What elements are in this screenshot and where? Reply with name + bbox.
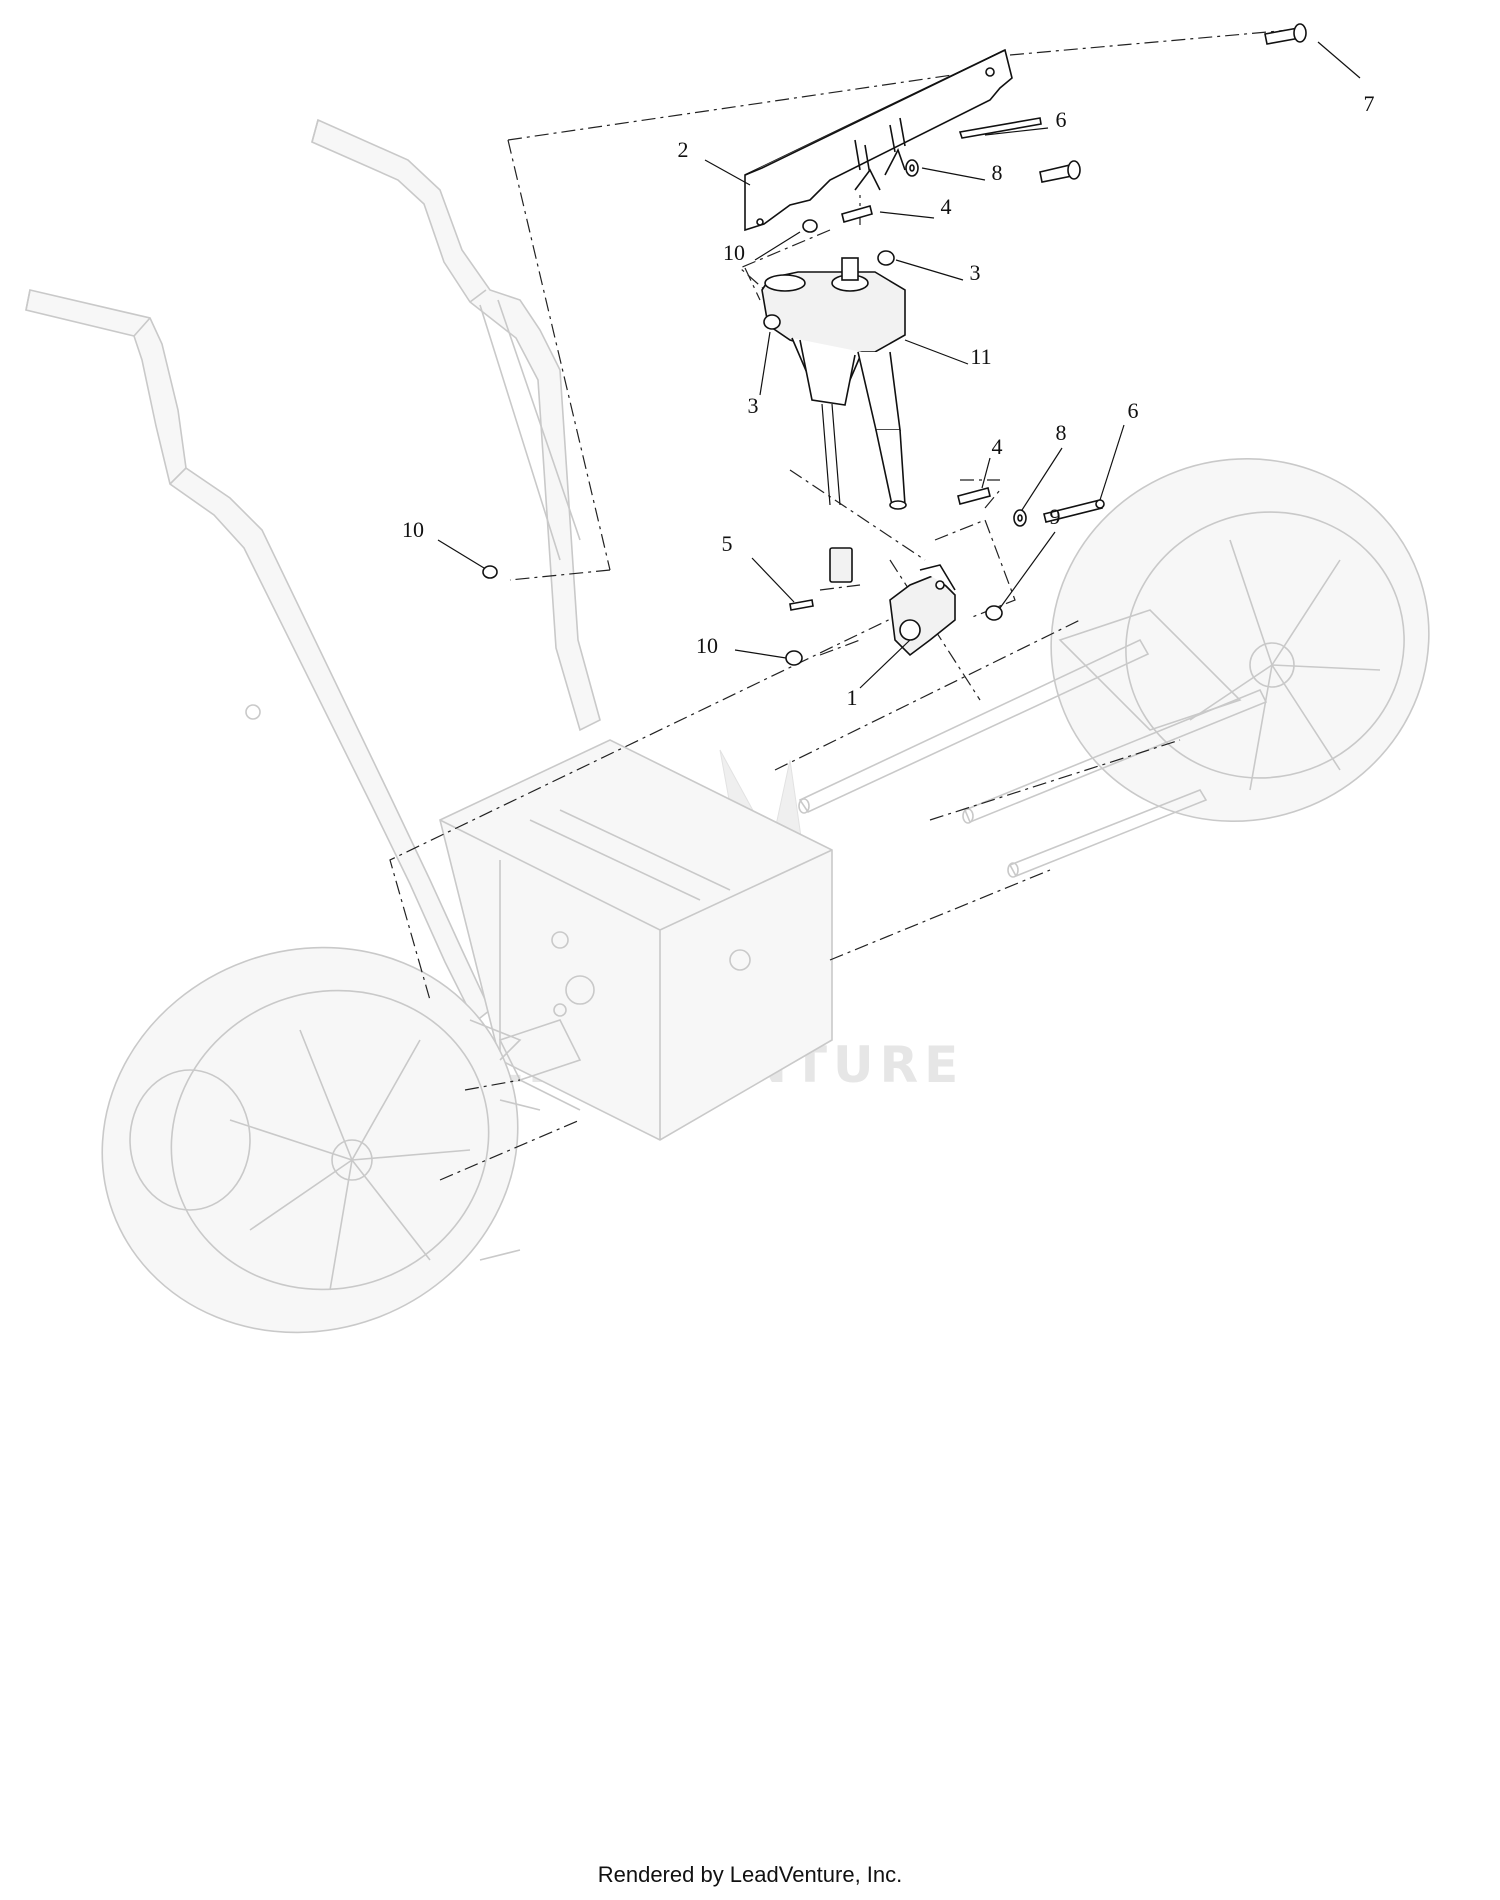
part-8-washer-upper [905, 159, 919, 177]
callout-c10a: 10 [723, 240, 745, 265]
leader-lines [437, 41, 1361, 689]
callout-c1: 1 [847, 685, 858, 710]
part-10-nut-lower [785, 650, 803, 666]
callout-c7: 7 [1364, 91, 1375, 116]
callout-c3b: 3 [748, 393, 759, 418]
part-2-mounting-bracket [744, 48, 1013, 232]
part-9-nut [985, 605, 1003, 621]
part-10-nut-upper [802, 219, 818, 233]
callout-c10b: 10 [402, 517, 424, 542]
callout-c9: 9 [1050, 504, 1061, 529]
part-3-bushing-lower [763, 314, 781, 330]
callout-c5: 5 [722, 531, 733, 556]
axle-shafts-ghost [498, 638, 1268, 1111]
part-6-pin-upper [958, 117, 1042, 139]
callout-labels: 1 2 3 3 4 4 5 6 6 7 8 8 9 10 10 10 11 [402, 91, 1375, 710]
footer-credit: Rendered by LeadVenture, Inc. [597, 1862, 903, 1887]
callout-c8a: 8 [992, 160, 1003, 185]
right-track-wheel-ghost [1050, 458, 1430, 822]
part-clevis-pin-2 [1039, 160, 1081, 183]
callout-c6a: 6 [1056, 107, 1067, 132]
left-track-wheel-ghost [101, 946, 541, 1334]
callout-c10c: 10 [696, 633, 718, 658]
part-4-spacer-lower [957, 487, 991, 505]
part-4-spacer-upper [841, 205, 873, 223]
part-3-bushing-upper [877, 250, 895, 266]
assembly-lines [389, 29, 1291, 1181]
part-10-nut-left [482, 565, 498, 579]
callout-c3a: 3 [970, 260, 981, 285]
part-6-pin-lower [1043, 499, 1105, 523]
part-5-bolt [789, 599, 814, 611]
callout-c4b: 4 [992, 434, 1003, 459]
callout-c4a: 4 [941, 194, 952, 219]
part-8-washer-lower [1013, 509, 1027, 527]
callout-c8b: 8 [1056, 420, 1067, 445]
callout-c11: 11 [970, 344, 991, 369]
chassis-box-ghost [245, 704, 833, 1141]
part-7-clevis-pin [1264, 23, 1307, 45]
callout-c6b: 6 [1128, 398, 1139, 423]
callout-c2: 2 [678, 137, 689, 162]
part-11-linear-actuator [761, 257, 907, 583]
part-1-pivot-bracket [889, 564, 956, 657]
